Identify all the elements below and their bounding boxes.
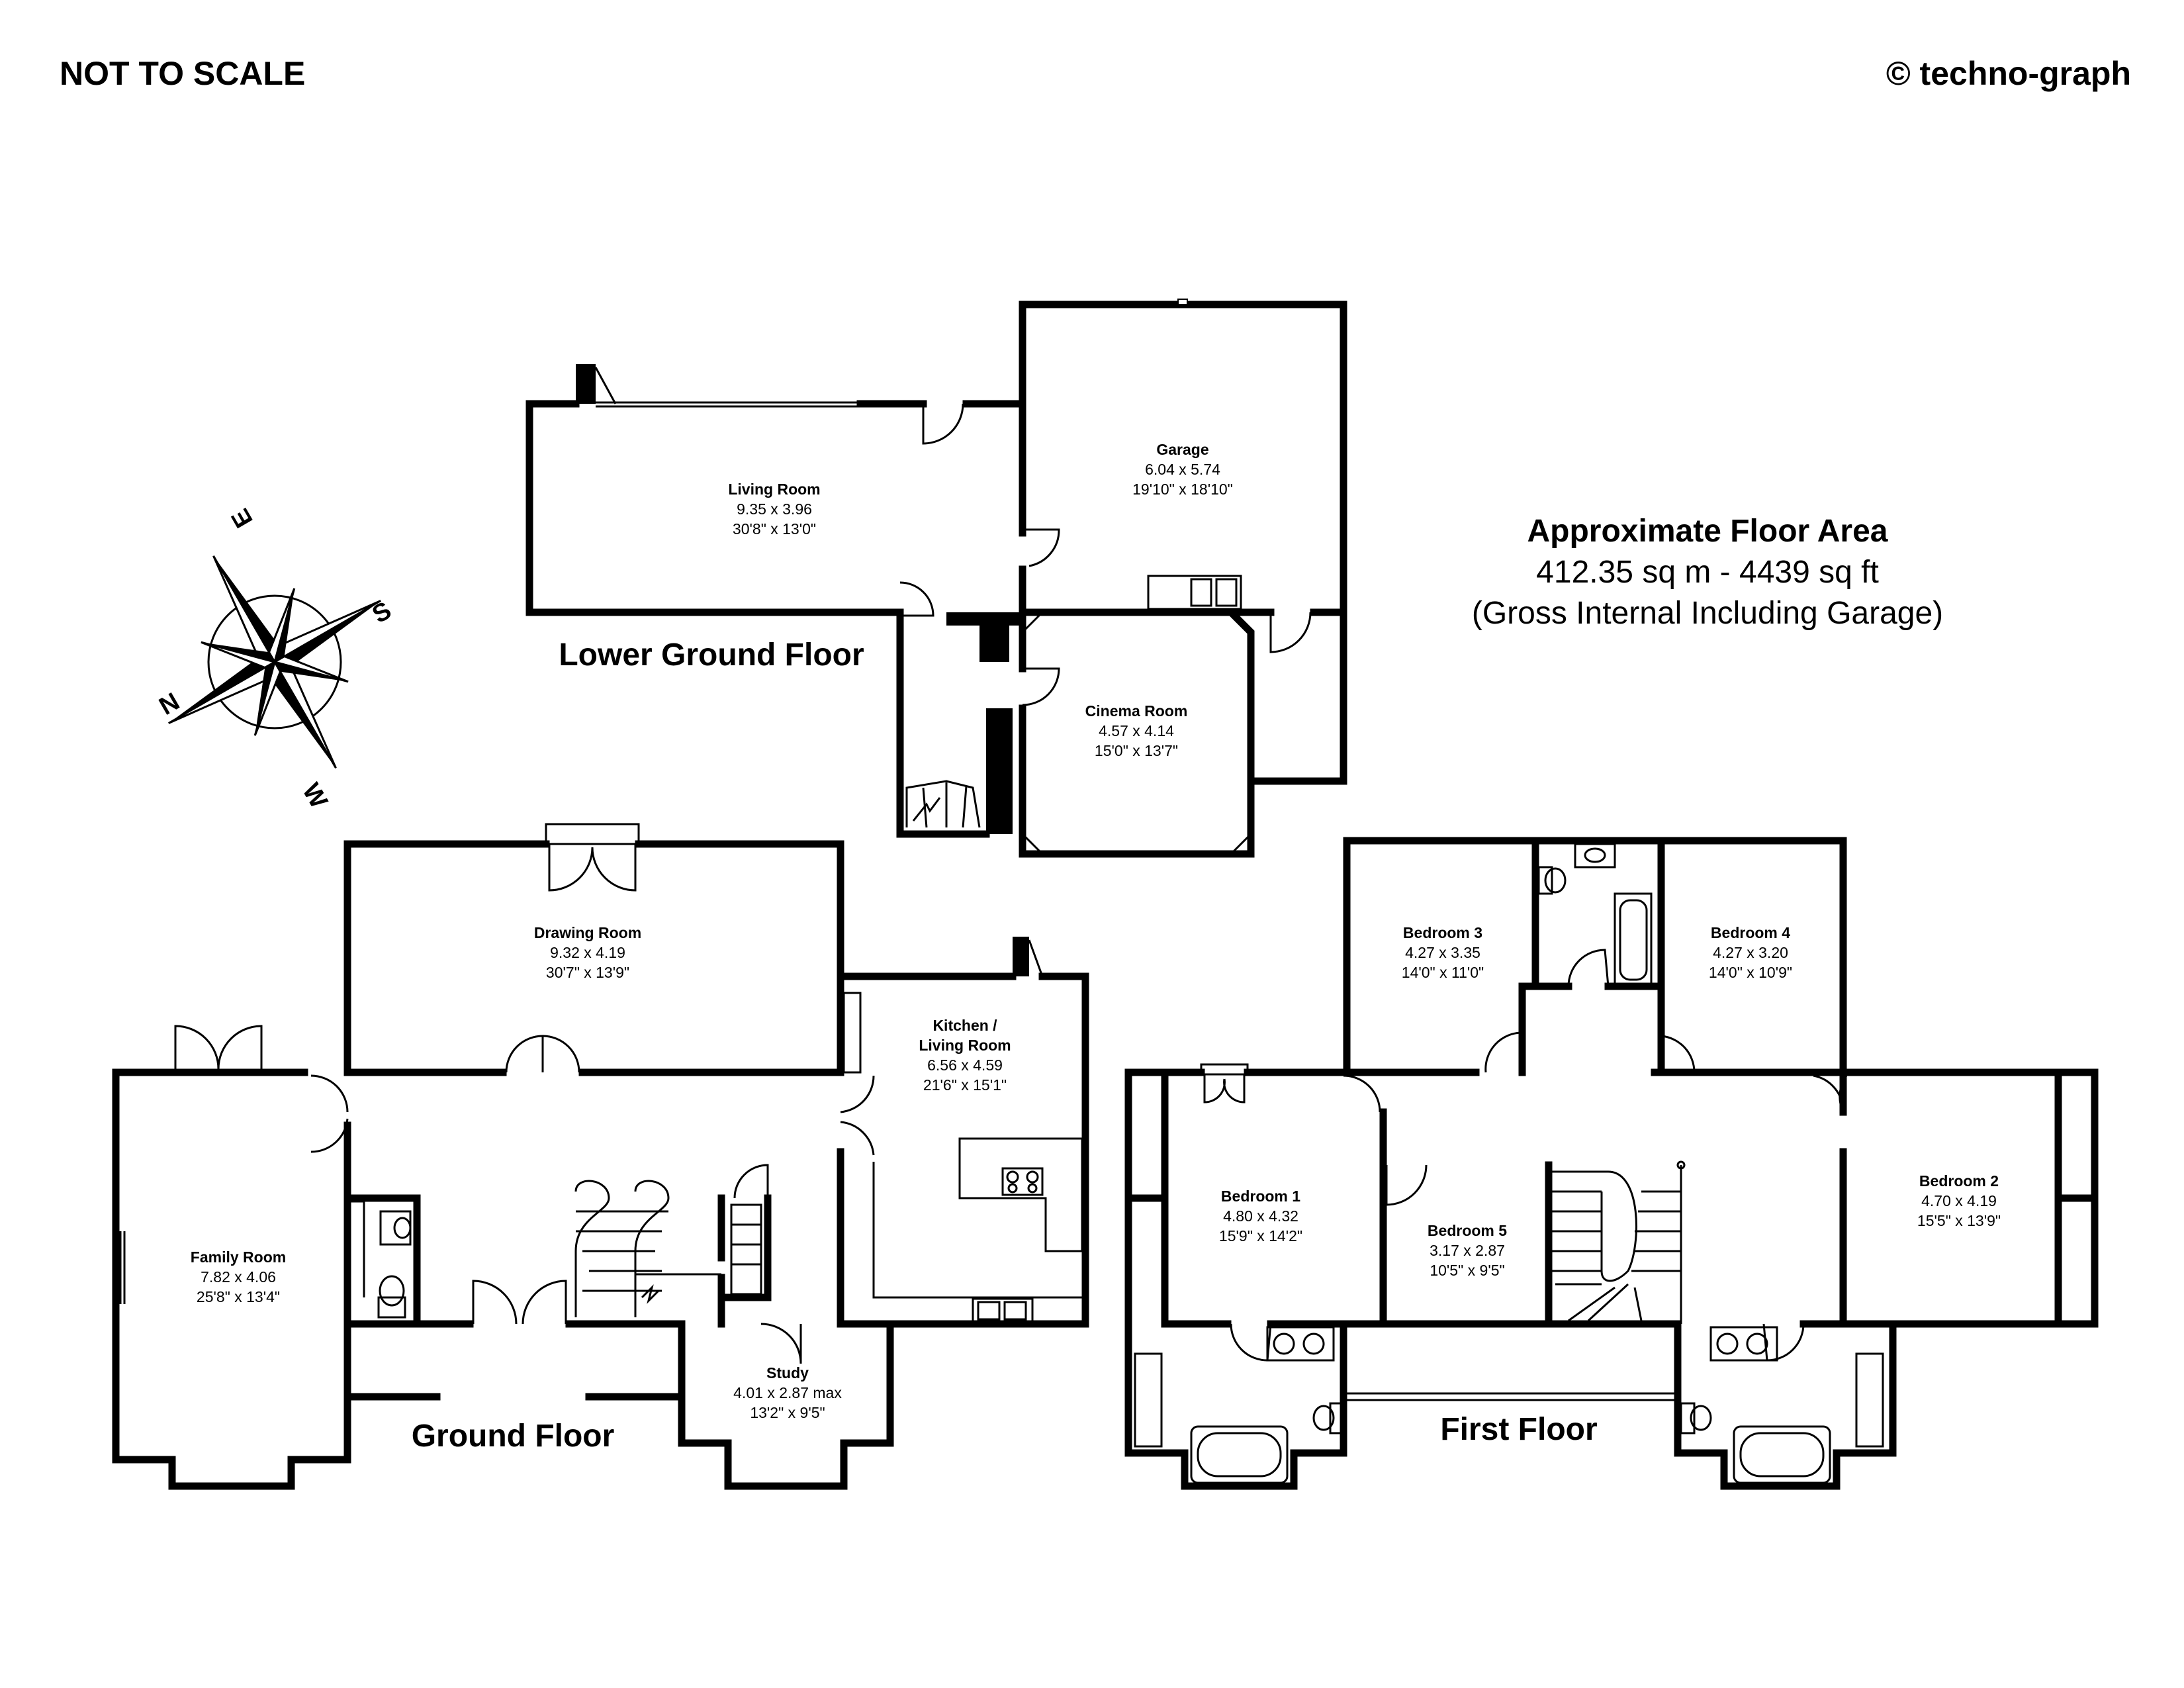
room-name: Bedroom 3 <box>1403 924 1482 941</box>
room-name: Drawing Room <box>534 924 641 941</box>
room-imperial: 14'0" x 11'0" <box>1402 964 1484 981</box>
compass-label-e: E <box>226 504 259 532</box>
room-imperial: 15'9" x 14'2" <box>1219 1227 1302 1244</box>
room-label-bedroom2: Bedroom 2 4.70 x 4.19 15'5" x 13'9" <box>1917 1172 2001 1229</box>
compass-label-w: W <box>296 778 332 813</box>
room-label-bedroom4: Bedroom 4 4.27 x 3.20 14'0" x 10'9" <box>1709 924 1792 981</box>
room-name: Kitchen / <box>933 1017 997 1034</box>
room-label-study: Study 4.01 x 2.87 max 13'2" x 9'5" <box>733 1364 842 1421</box>
room-imperial: 14'0" x 10'9" <box>1709 964 1792 981</box>
room-metric: 4.27 x 3.20 <box>1713 944 1788 961</box>
room-name: Bedroom 1 <box>1221 1188 1300 1205</box>
room-imperial: 19'10" x 18'10" <box>1132 481 1233 498</box>
compass-label-n: N <box>154 686 184 720</box>
room-metric: 3.17 x 2.87 <box>1430 1242 1505 1259</box>
floor-label-ground: Ground Floor <box>412 1419 615 1454</box>
room-name: Study <box>766 1364 809 1382</box>
room-metric: 4.70 x 4.19 <box>1921 1192 1997 1209</box>
first-floor-plan <box>1124 837 2099 1490</box>
scale-note: NOT TO SCALE <box>60 55 306 92</box>
room-metric: 4.57 x 4.14 <box>1099 722 1174 739</box>
area-title: Approximate Floor Area <box>1527 514 1888 549</box>
lower-ground-floor-plan <box>525 299 1347 858</box>
room-label-kitchen: Kitchen / Living Room 6.56 x 4.59 21'6" … <box>919 1017 1011 1094</box>
room-label-bedroom3: Bedroom 3 4.27 x 3.35 14'0" x 11'0" <box>1402 924 1484 981</box>
room-name: Family Room <box>191 1248 286 1266</box>
room-label-bedroom5: Bedroom 5 3.17 x 2.87 10'5" x 9'5" <box>1428 1222 1507 1279</box>
room-metric: 4.80 x 4.32 <box>1223 1207 1298 1225</box>
room-imperial: 25'8" x 13'4" <box>197 1288 280 1305</box>
room-imperial: 15'5" x 13'9" <box>1917 1212 2001 1229</box>
room-name: Bedroom 5 <box>1428 1222 1507 1239</box>
floor-label-first: First Floor <box>1440 1412 1597 1447</box>
area-value: 412.35 sq m - 4439 sq ft <box>1536 555 1879 590</box>
floor-label-lower-ground: Lower Ground Floor <box>559 637 864 673</box>
room-imperial: 21'6" x 15'1" <box>923 1076 1007 1094</box>
room-metric: 6.56 x 4.59 <box>927 1056 1003 1074</box>
room-name: Bedroom 2 <box>1919 1172 1999 1190</box>
room-metric: 4.01 x 2.87 max <box>733 1384 842 1401</box>
compass-rose-icon: E S W N <box>154 504 396 813</box>
room-label-family: Family Room 7.82 x 4.06 25'8" x 13'4" <box>191 1248 286 1305</box>
room-name: Living Room <box>728 481 820 498</box>
room-metric: 7.82 x 4.06 <box>201 1268 276 1286</box>
room-name-2: Living Room <box>919 1037 1011 1054</box>
room-imperial: 15'0" x 13'7" <box>1095 742 1178 759</box>
room-label-living: Living Room 9.35 x 3.96 30'8" x 13'0" <box>728 481 820 538</box>
compass-label-s: S <box>368 596 396 629</box>
room-imperial: 13'2" x 9'5" <box>750 1404 825 1421</box>
room-label-bedroom1: Bedroom 1 4.80 x 4.32 15'9" x 14'2" <box>1219 1188 1302 1244</box>
room-metric: 9.35 x 3.96 <box>737 500 812 518</box>
room-label-cinema: Cinema Room 4.57 x 4.14 15'0" x 13'7" <box>1085 702 1188 759</box>
room-imperial: 30'7" x 13'9" <box>546 964 629 981</box>
room-label-garage: Garage 6.04 x 5.74 19'10" x 18'10" <box>1132 441 1233 498</box>
room-imperial: 30'8" x 13'0" <box>733 520 816 538</box>
room-name: Bedroom 4 <box>1711 924 1790 941</box>
room-imperial: 10'5" x 9'5" <box>1430 1262 1504 1279</box>
room-metric: 6.04 x 5.74 <box>1145 461 1220 478</box>
room-name: Garage <box>1156 441 1208 458</box>
area-note: (Gross Internal Including Garage) <box>1472 596 1943 631</box>
room-metric: 4.27 x 3.35 <box>1405 944 1480 961</box>
room-metric: 9.32 x 4.19 <box>550 944 625 961</box>
ground-floor-plan <box>112 823 1089 1490</box>
copyright-notice: © techno-graph <box>1886 55 2131 92</box>
room-label-drawing: Drawing Room 9.32 x 4.19 30'7" x 13'9" <box>534 924 641 981</box>
room-name: Cinema Room <box>1085 702 1188 720</box>
